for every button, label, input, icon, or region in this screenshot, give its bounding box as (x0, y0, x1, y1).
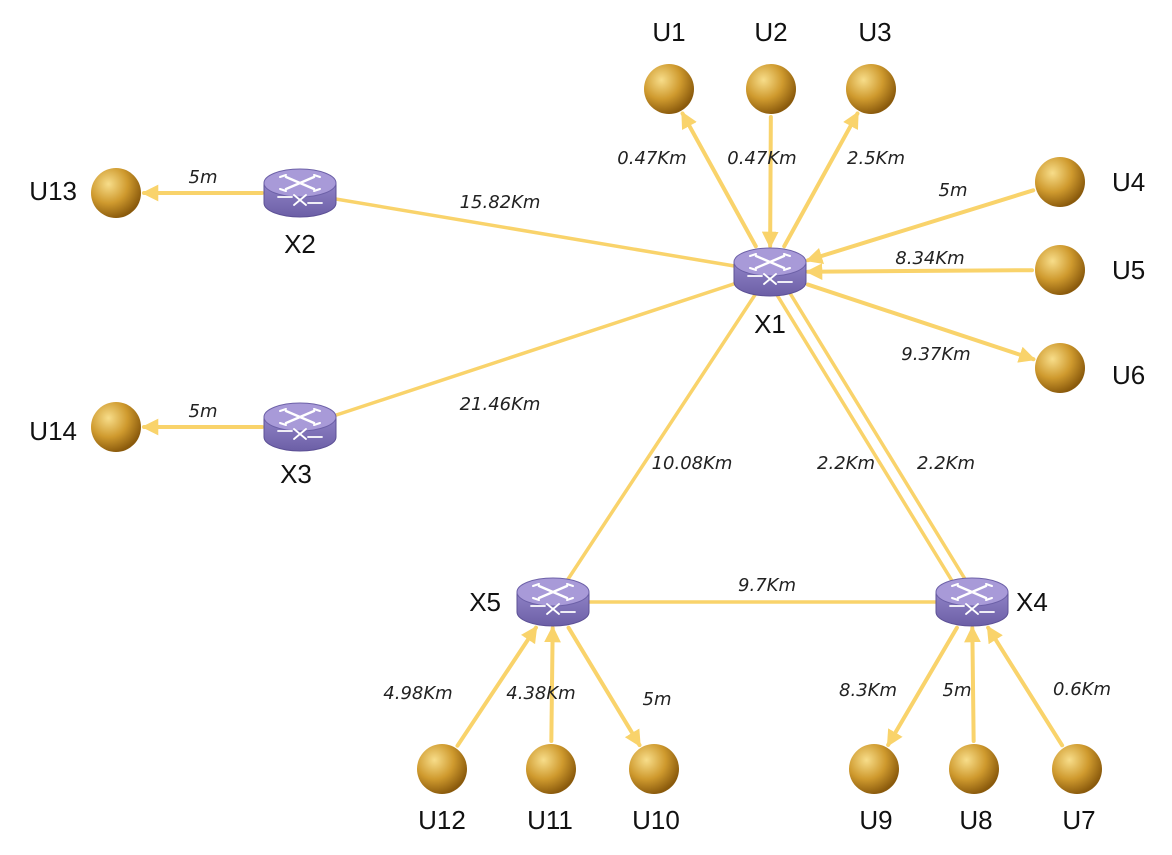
user-label: U5 (1112, 255, 1145, 285)
user-u2[interactable]: U2 (746, 17, 796, 114)
link-x5-x1 (551, 270, 772, 604)
link-u5-x1 (805, 263, 1035, 281)
user-label: U8 (959, 805, 992, 835)
link-u4-x1 (805, 188, 1036, 265)
user-u12[interactable]: U12 (417, 744, 467, 835)
user-label: U1 (652, 17, 685, 47)
user-label: U10 (632, 805, 680, 835)
user-label: U3 (858, 17, 891, 47)
user-label: U9 (859, 805, 892, 835)
user-node-icon (849, 744, 899, 794)
user-node-icon (629, 744, 679, 794)
user-label: U13 (29, 176, 77, 206)
link-x3-x1 (298, 270, 772, 429)
link-x1-u1 (680, 111, 758, 249)
user-u9[interactable]: U9 (849, 744, 899, 835)
link-distance-label: 5m (943, 680, 972, 701)
link-distance-label: 5m (939, 180, 968, 201)
router-icon (263, 168, 337, 218)
user-node-icon (1035, 245, 1085, 295)
user-u11[interactable]: U11 (526, 744, 576, 835)
link-distance-label: 0.6Km (1053, 679, 1111, 700)
link-u7-x4 (986, 625, 1065, 748)
link-distance-label: 4.98Km (383, 683, 452, 704)
user-node-icon (91, 402, 141, 452)
user-node-icon (526, 744, 576, 794)
link-distance-label: 0.47Km (617, 148, 686, 169)
user-node-icon (1035, 157, 1085, 207)
user-node-icon (1052, 744, 1102, 794)
user-label: U7 (1062, 805, 1095, 835)
link-labels-layer: 15.82Km 21.46Km 10.08Km 2.2Km 2.2Km 9.7Km 0.47… (189, 148, 1111, 710)
link-x2-x1 (298, 191, 772, 274)
link-distance-label: 8.34Km (895, 248, 964, 269)
router-label: X2 (284, 229, 316, 259)
user-label: U14 (29, 416, 77, 446)
router-icon (733, 247, 807, 297)
link-u2-x1 (761, 114, 779, 249)
user-node-icon (644, 64, 694, 114)
user-node-icon (417, 744, 467, 794)
link-distance-label: 15.82Km (460, 192, 541, 213)
user-u8[interactable]: U8 (949, 744, 999, 835)
router-x3[interactable]: X3 (263, 402, 337, 489)
router-x5[interactable]: X5 (469, 577, 590, 627)
user-u13[interactable]: U13 (29, 168, 141, 218)
link-distance-label: 5m (189, 167, 218, 188)
user-label: U12 (418, 805, 466, 835)
link-distance-label: 4.38Km (506, 683, 575, 704)
link-distance-label: 5m (189, 401, 218, 422)
router-label: X5 (469, 587, 501, 617)
link-distance-label: 0.47Km (727, 148, 796, 169)
user-u5[interactable]: U5 (1035, 245, 1145, 295)
user-label: U6 (1112, 360, 1145, 390)
user-u4[interactable]: U4 (1035, 157, 1145, 207)
link-distance-label: 2.2Km (917, 453, 975, 474)
link-u11-x5 (544, 625, 561, 744)
user-label: U11 (527, 805, 573, 835)
link-x1-x4 (763, 273, 969, 607)
user-u7[interactable]: U7 (1052, 744, 1102, 835)
link-distance-label: 5m (643, 689, 672, 710)
router-icon (935, 577, 1009, 627)
link-distance-label: 21.46Km (460, 394, 541, 415)
link-distance-label: 9.7Km (738, 575, 796, 596)
link-distance-label: 8.3Km (839, 680, 897, 701)
link-x1-x4 (773, 267, 979, 601)
user-node-icon (846, 64, 896, 114)
user-node-icon (91, 168, 141, 218)
link-distance-label: 2.2Km (817, 453, 875, 474)
user-label: U2 (754, 17, 787, 47)
router-icon (516, 577, 590, 627)
user-node-icon (1035, 343, 1085, 393)
user-u6[interactable]: U6 (1035, 343, 1145, 393)
link-distance-label: 9.37Km (901, 344, 970, 365)
user-u1[interactable]: U1 (644, 17, 694, 114)
router-label: X3 (280, 459, 312, 489)
user-u10[interactable]: U10 (629, 744, 680, 835)
user-label: U4 (1112, 167, 1145, 197)
link-u8-x4 (964, 625, 981, 744)
link-x4-u9 (886, 625, 959, 748)
link-u12-x5 (455, 625, 538, 748)
router-icon (263, 402, 337, 452)
link-x5-u10 (566, 625, 642, 748)
link-x1-u3 (782, 111, 860, 249)
router-x1[interactable]: X1 (733, 247, 807, 339)
links-layer (141, 111, 1065, 748)
user-node-icon (949, 744, 999, 794)
link-x1-u6 (805, 282, 1036, 363)
router-label: X4 (1016, 587, 1048, 617)
user-u3[interactable]: U3 (846, 17, 896, 114)
router-x2[interactable]: X2 (263, 168, 337, 259)
user-u14[interactable]: U14 (29, 402, 141, 452)
link-distance-label: 2.5Km (847, 148, 905, 169)
router-label: X1 (754, 309, 786, 339)
link-distance-label: 10.08Km (652, 453, 733, 474)
user-node-icon (746, 64, 796, 114)
router-x4[interactable]: X4 (935, 577, 1048, 627)
